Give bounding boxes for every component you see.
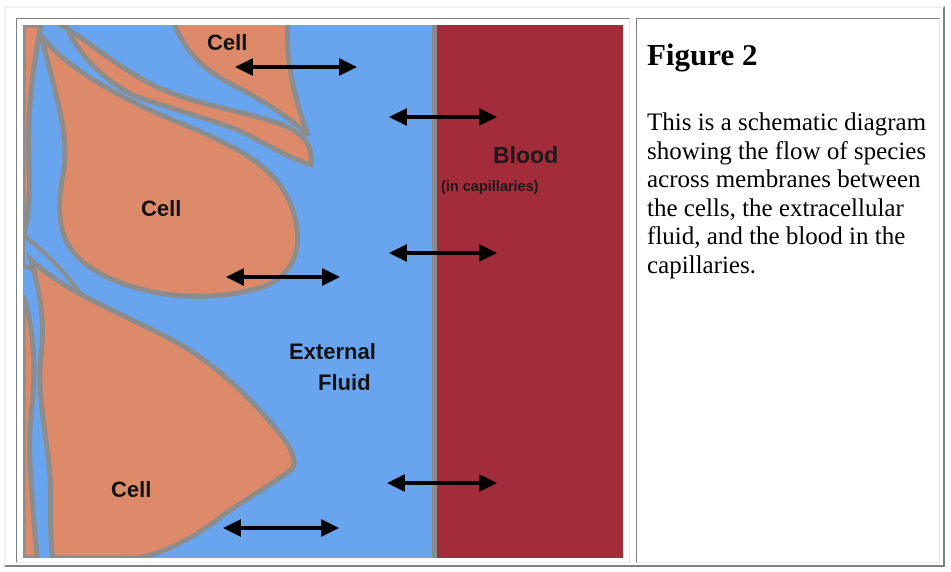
label-blood: Blood [493,142,558,168]
caption-title: Figure 2 [647,37,758,73]
label-fluid: Fluid [318,370,371,395]
label-external: External [289,339,376,364]
label-cell-middle: Cell [141,196,181,221]
label-blood-sub: (in capillaries) [441,179,539,195]
figure-cell: Cell Cell Cell Blood (in capillaries) Ex… [16,18,630,563]
figure-table: Cell Cell Cell Blood (in capillaries) Ex… [4,6,945,567]
label-cell-bottom: Cell [111,477,151,502]
schematic-diagram: Cell Cell Cell Blood (in capillaries) Ex… [23,25,623,558]
capillary-membrane [432,25,437,558]
caption-text: This is a schematic diagram showing the … [647,109,947,281]
caption-cell: Figure 2 This is a schematic diagram sho… [636,18,940,563]
label-cell-top: Cell [207,30,247,55]
blood-region [435,25,623,558]
